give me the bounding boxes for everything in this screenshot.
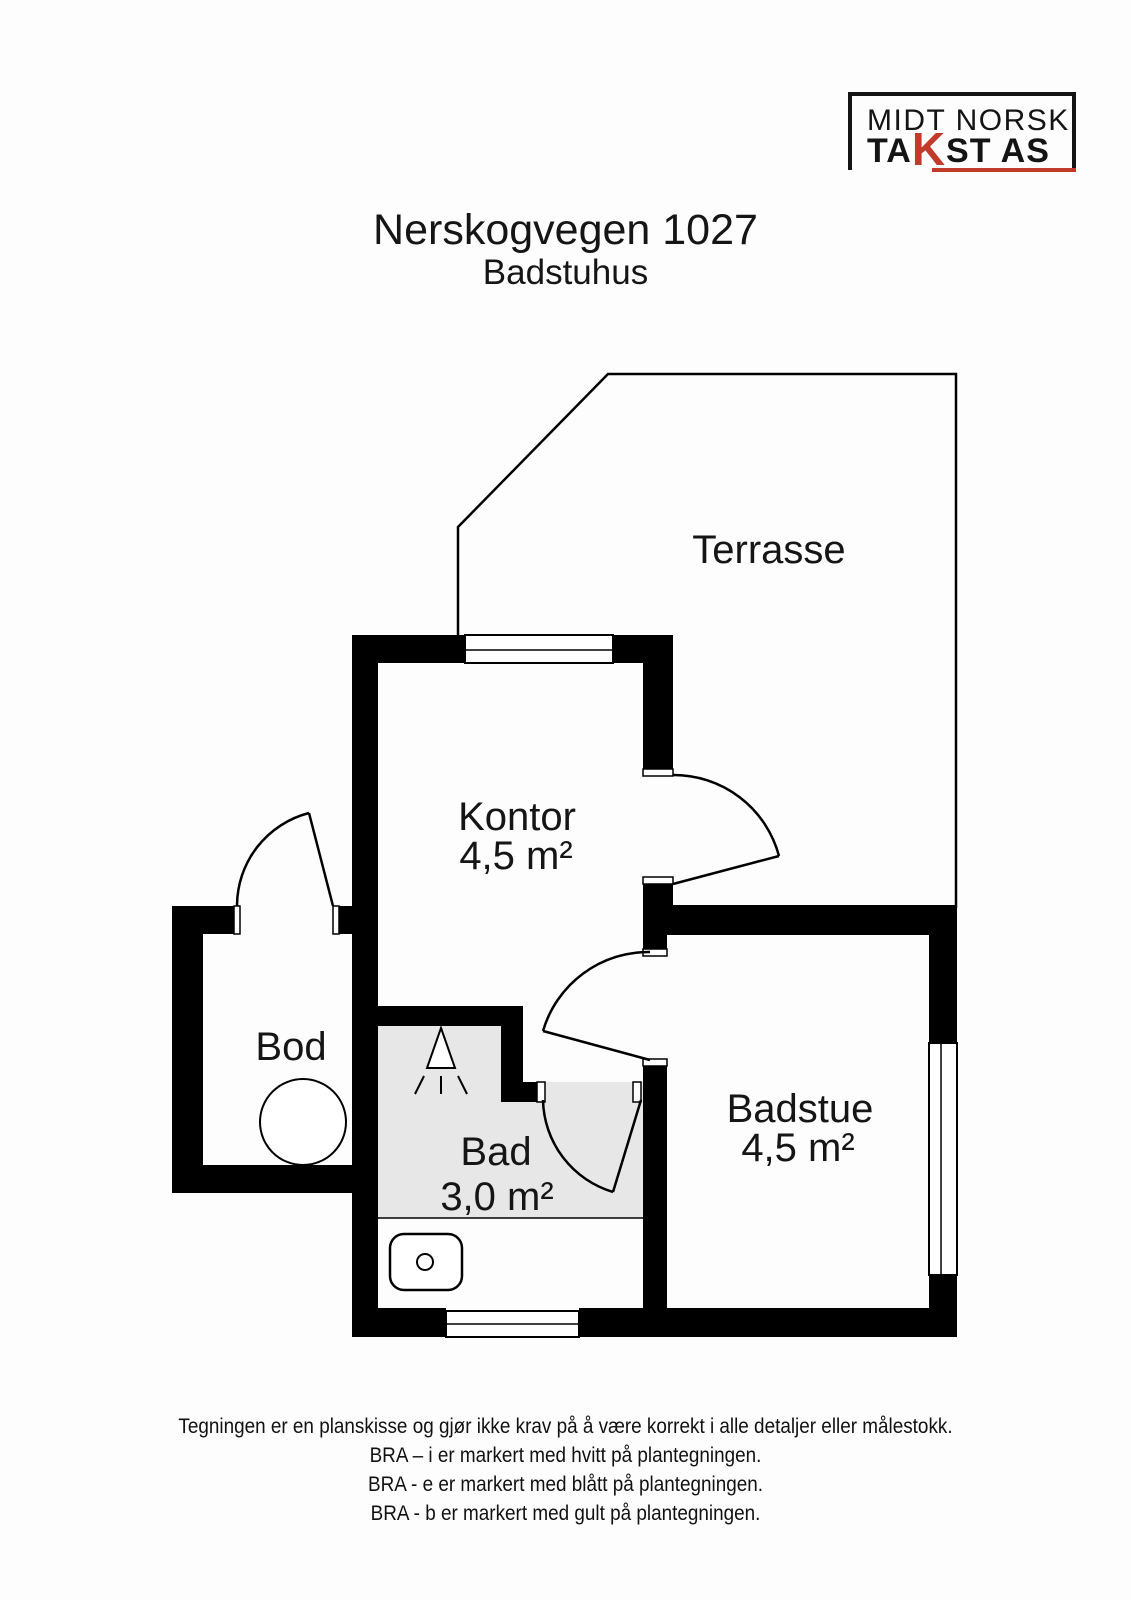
door-sill xyxy=(233,905,241,935)
door-sill xyxy=(536,1081,546,1103)
wall xyxy=(643,935,667,949)
wall xyxy=(352,1006,523,1026)
walls xyxy=(172,635,957,1337)
door-sill xyxy=(642,768,674,777)
door-bod-entrance xyxy=(235,811,335,907)
door-sills xyxy=(233,768,674,1103)
building-subtitle: Badstuhus xyxy=(482,253,649,292)
door-sill xyxy=(642,876,674,885)
logo-text-line1: MIDT NORSK xyxy=(867,104,1070,137)
page-title: Nerskogvegen 1027 Badstuhus xyxy=(0,207,1131,293)
window-badstue-right xyxy=(928,1042,958,1276)
room-label-bod: Bod xyxy=(255,1025,326,1069)
wall xyxy=(352,1308,446,1337)
sink-icon xyxy=(388,1232,464,1292)
footer-line: Tegningen er en planskisse og gjør ikke … xyxy=(178,1415,953,1438)
door-hall-badstue xyxy=(541,950,651,1062)
company-logo: MIDT NORSK TAKST AS xyxy=(848,92,1076,172)
wall xyxy=(172,906,203,1193)
logo-text-line2: TAKST AS xyxy=(867,126,1050,172)
room-label-bad: Bad xyxy=(460,1130,531,1174)
door-sill xyxy=(632,1081,642,1103)
door-kontor-terrasse xyxy=(672,773,781,886)
logo-tak-post: ST AS xyxy=(946,132,1050,170)
address-title: Nerskogvegen 1027 xyxy=(373,206,758,254)
room-area-kontor: 4,5 m² xyxy=(459,834,572,878)
wall xyxy=(613,635,673,663)
shower-icon xyxy=(414,1024,468,1095)
window-kontor-top xyxy=(464,634,614,664)
hall-floor xyxy=(523,1026,643,1082)
wall xyxy=(352,635,378,1308)
room-label-terrasse: Terrasse xyxy=(692,528,845,572)
door-hall-bad xyxy=(541,1099,643,1194)
wall xyxy=(501,1082,537,1102)
wall xyxy=(643,663,673,769)
wall xyxy=(929,935,957,1043)
doors xyxy=(235,773,781,1194)
room-label-badstue: Badstue xyxy=(727,1087,874,1131)
footer-line: BRA - e er markert med blått på plantegn… xyxy=(367,1473,764,1496)
shower-spray-lines xyxy=(414,1075,468,1095)
door-sill xyxy=(642,1058,668,1067)
wall xyxy=(579,1308,957,1337)
wall xyxy=(643,1066,667,1308)
wall xyxy=(643,905,957,935)
room-area-badstue: 4,5 m² xyxy=(741,1126,854,1170)
logo-k-accent: K xyxy=(911,123,947,175)
room-label-kontor: Kontor xyxy=(458,795,576,839)
terrasse-outline xyxy=(456,372,958,908)
water-heater-icon xyxy=(259,1078,347,1166)
logo-tak-pre: TA xyxy=(867,132,912,170)
door-sill xyxy=(332,905,340,935)
wall xyxy=(339,906,355,934)
logo-red-underline xyxy=(932,168,1076,172)
sink-drain xyxy=(416,1253,434,1271)
shower-head xyxy=(425,1024,457,1069)
wall xyxy=(172,1165,353,1193)
footer-line: BRA – i er markert med hvitt på plantegn… xyxy=(369,1444,762,1467)
windows xyxy=(445,634,958,1338)
room-area-bad: 3,0 m² xyxy=(440,1175,553,1219)
footer-notes: Tegningen er en planskisse og gjør ikke … xyxy=(0,1412,1131,1528)
footer-line: BRA - b er markert med gult på plantegni… xyxy=(370,1502,761,1525)
